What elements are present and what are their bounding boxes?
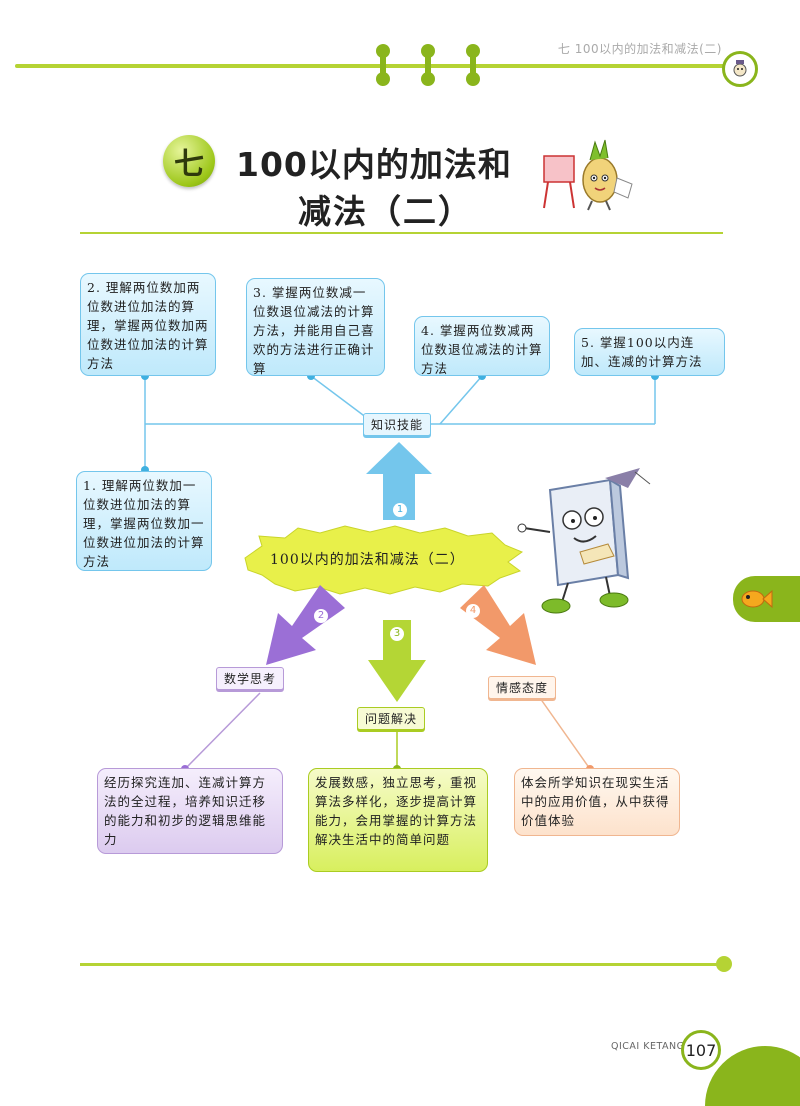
- arrow-4: [460, 585, 536, 665]
- thinking-connector: [184, 692, 261, 770]
- chapter-side-tab: [733, 576, 800, 622]
- skill-box-2: 2. 理解两位数加两位数进位加法的算理，掌握两位数加两位数进位加法的计算方法: [80, 273, 216, 376]
- title-rule: [80, 232, 723, 234]
- problem-solving-box: 发展数感，独立思考，重视算法多样化，逐步提高计算能力，会用掌握的计算方法解决生活…: [308, 768, 488, 872]
- page-title-line1: 100以内的加法和: [236, 145, 512, 184]
- binder-pin: [421, 44, 435, 86]
- tag-knowledge-skills: 知识技能: [363, 413, 432, 436]
- publisher-label: QICAI KETANG: [611, 1041, 685, 1052]
- fish-icon: [741, 589, 773, 609]
- binder-pin: [376, 44, 390, 86]
- thinking-box: 经历探究连加、连减计算方法的全过程，培养知识迁移的能力和初步的逻辑思维能力: [97, 768, 283, 854]
- tag-attitude: 情感态度: [488, 676, 557, 699]
- center-topic: 100以内的加法和减法（二）: [270, 552, 465, 568]
- arrow-2: [266, 585, 345, 665]
- skill-box-5: 5. 掌握100以内连加、连减的计算方法: [574, 328, 725, 376]
- page-number: 107: [681, 1030, 721, 1070]
- arrow-2-number: 2: [314, 609, 328, 623]
- skill-box-3: 3. 掌握两位数减一位数退位减法的计算方法，并能用自己喜欢的方法进行正确计算: [246, 278, 385, 376]
- mascot-icon: [733, 60, 747, 77]
- tag-problem-solving: 问题解决: [357, 707, 426, 730]
- mind-map-connectors: [141, 372, 659, 773]
- attitude-connector: [539, 697, 591, 770]
- book-mascot-illustration: [517, 468, 651, 614]
- pineapple-mascot-illustration: [543, 139, 633, 211]
- footer-rule: [80, 963, 720, 966]
- skill-box-4: 4. 掌握两位数减两位数退位减法的计算方法: [414, 316, 550, 376]
- binder-pin: [466, 44, 480, 86]
- center-burst: [244, 525, 524, 595]
- footer-dot: [716, 956, 732, 972]
- skill-box-1: 1. 理解两位数加一位数进位加法的算理，掌握两位数加一位数进位加法的计算方法: [76, 471, 212, 571]
- arrow-3-number: 3: [390, 627, 404, 641]
- running-title: 七 100以内的加法和减法(二): [557, 42, 722, 56]
- attitude-box: 体会所学知识在现实生活中的应用价值，从中获得价值体验: [514, 768, 680, 836]
- tag-math-thinking: 数学思考: [216, 667, 285, 690]
- arrow-1-number: 1: [393, 503, 407, 517]
- arrow-1: [366, 442, 432, 520]
- mascot-badge: [722, 51, 758, 87]
- arrow-3: [368, 620, 426, 702]
- arrow-4-number: 4: [466, 604, 480, 618]
- chapter-badge: 七: [163, 135, 215, 187]
- page-title-line2: 减法（二）: [298, 192, 473, 231]
